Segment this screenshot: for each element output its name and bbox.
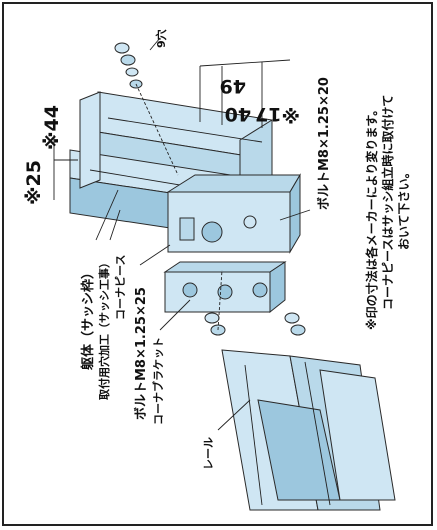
rail-part <box>221 349 396 511</box>
dim-25: ※25 <box>23 160 45 205</box>
dim-49: 49 <box>220 75 246 97</box>
washer-stack <box>114 42 306 336</box>
note-line2: コーナピースはサッシ組立時に取付けて <box>380 95 395 310</box>
dimension-lines <box>53 59 291 200</box>
corner-bracket-label: コーナブラケット <box>151 337 165 425</box>
note-line3: おいて下さい。 <box>397 166 411 250</box>
corner-piece-label: コーナピース <box>114 255 127 320</box>
bolt-right-label: ボルトM8×1.25×20 <box>316 77 332 210</box>
dim-44: ※44 <box>41 105 63 150</box>
corner-piece-part <box>166 173 301 254</box>
dim-17-40: ※1740 <box>225 103 300 125</box>
bolt-lines <box>135 83 223 331</box>
corner-bracket-part <box>163 261 287 314</box>
hole-label: 9穴 <box>154 29 168 48</box>
frame-title-label: 躯体（サッシ枠） <box>80 266 96 371</box>
leaders <box>95 37 311 431</box>
rail-label: レール <box>202 437 215 470</box>
hole-process-label: 取付用穴加工（サッシ工事） <box>97 257 111 400</box>
note-line1: ※印の寸法は各メーカーにより変ります。 <box>364 104 379 330</box>
bolt-left-label: ボルトM8×1.25×25 <box>133 287 149 420</box>
